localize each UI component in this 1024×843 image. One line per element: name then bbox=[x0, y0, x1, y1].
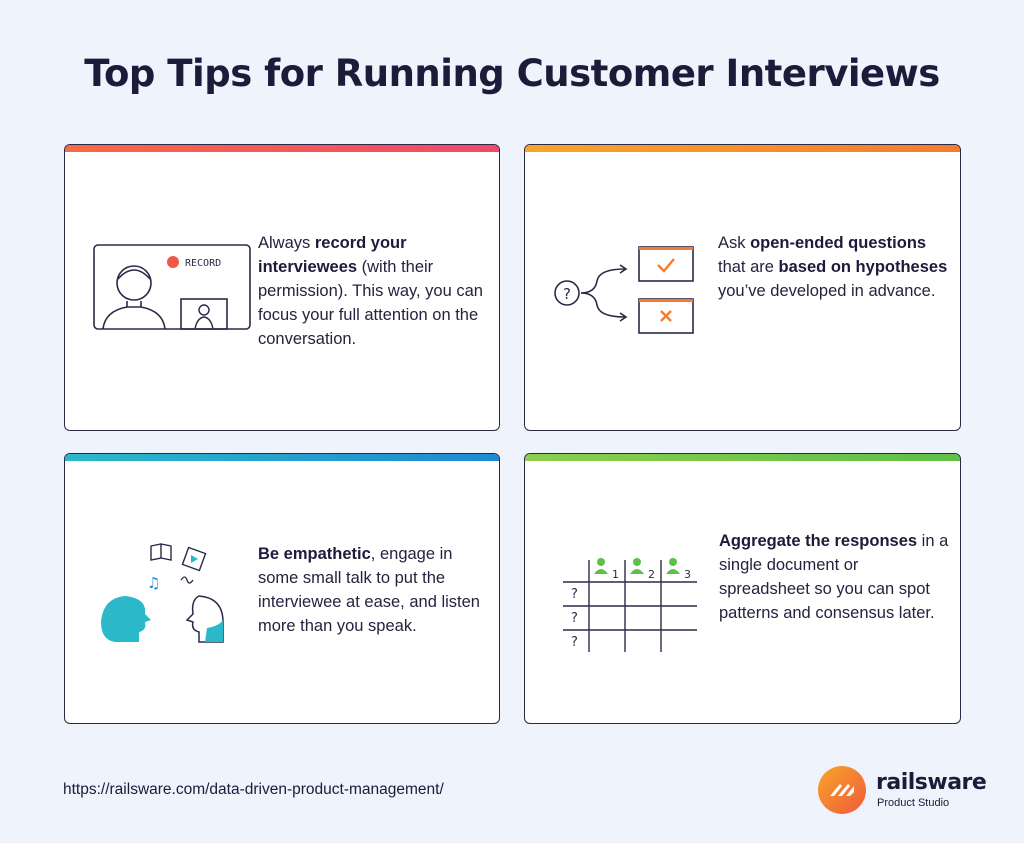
tip-card-aggregate: 1 2 3 ? ? ? Aggregate the responses in a… bbox=[524, 453, 961, 724]
svg-text:?: ? bbox=[563, 285, 571, 303]
grid-row-label: ? bbox=[571, 611, 578, 626]
card-accent-bar bbox=[525, 454, 960, 461]
conversation-faces-icon: ♫ bbox=[101, 543, 224, 643]
tip-card-questions: ? Ask open-ended questions that are base… bbox=[524, 144, 961, 431]
card-accent-bar bbox=[65, 145, 499, 152]
tip-text: Be empathetic, engage in some small talk… bbox=[258, 542, 488, 638]
railsware-logo-icon bbox=[818, 766, 866, 814]
grid-col-label: 2 bbox=[648, 568, 655, 581]
tip-text-highlight: record your interviewees bbox=[258, 234, 407, 276]
page-title: Top Tips for Running Customer Interviews bbox=[84, 52, 940, 95]
record-label: RECORD bbox=[185, 258, 221, 269]
tip-text-segment: , engage in some small talk to put the i… bbox=[258, 545, 480, 635]
question-branch-icon: ? bbox=[554, 246, 694, 334]
tip-text: Ask open-ended questions that are based … bbox=[718, 231, 948, 303]
brand-name: railsware bbox=[876, 770, 987, 795]
source-url[interactable]: https://railsware.com/data-driven-produc… bbox=[63, 781, 444, 798]
tip-text-segment: you’ve developed in advance. bbox=[718, 282, 936, 300]
response-grid-icon: 1 2 3 ? ? ? bbox=[563, 558, 697, 652]
svg-text:♫: ♫ bbox=[147, 574, 160, 592]
tip-text-highlight: based on hypotheses bbox=[778, 258, 948, 276]
card-accent-bar bbox=[525, 145, 960, 152]
grid-row-label: ? bbox=[571, 635, 578, 650]
tip-text-highlight: Be empathetic bbox=[258, 545, 371, 563]
video-call-record-icon: RECORD bbox=[93, 244, 251, 330]
grid-col-label: 1 bbox=[612, 568, 619, 581]
brand-subtitle: Product Studio bbox=[877, 797, 950, 809]
tip-text-segment: that are bbox=[718, 258, 779, 276]
tip-text-segment: (with their permission). This way, you c… bbox=[258, 258, 483, 348]
tip-text-segment: Ask bbox=[718, 234, 751, 252]
tip-text-segment: Always bbox=[258, 234, 315, 252]
tip-text-segment: in a single document or spreadsheet so y… bbox=[719, 532, 949, 622]
tip-card-record: RECORD Always record your interviewees (… bbox=[64, 144, 500, 431]
tip-text: Always record your interviewees (with th… bbox=[258, 231, 488, 351]
card-accent-bar bbox=[65, 454, 499, 461]
grid-row-label: ? bbox=[571, 587, 578, 602]
grid-col-label: 3 bbox=[684, 568, 691, 581]
tip-text-highlight: open-ended questions bbox=[750, 234, 927, 252]
railsware-brand: railsware Product Studio bbox=[818, 766, 987, 816]
tip-card-empathy: ♫ Be empathetic, engage in some small ta… bbox=[64, 453, 500, 724]
tip-text-highlight: Aggregate the responses bbox=[719, 532, 918, 550]
tip-text: Aggregate the responses in a single docu… bbox=[719, 529, 949, 625]
